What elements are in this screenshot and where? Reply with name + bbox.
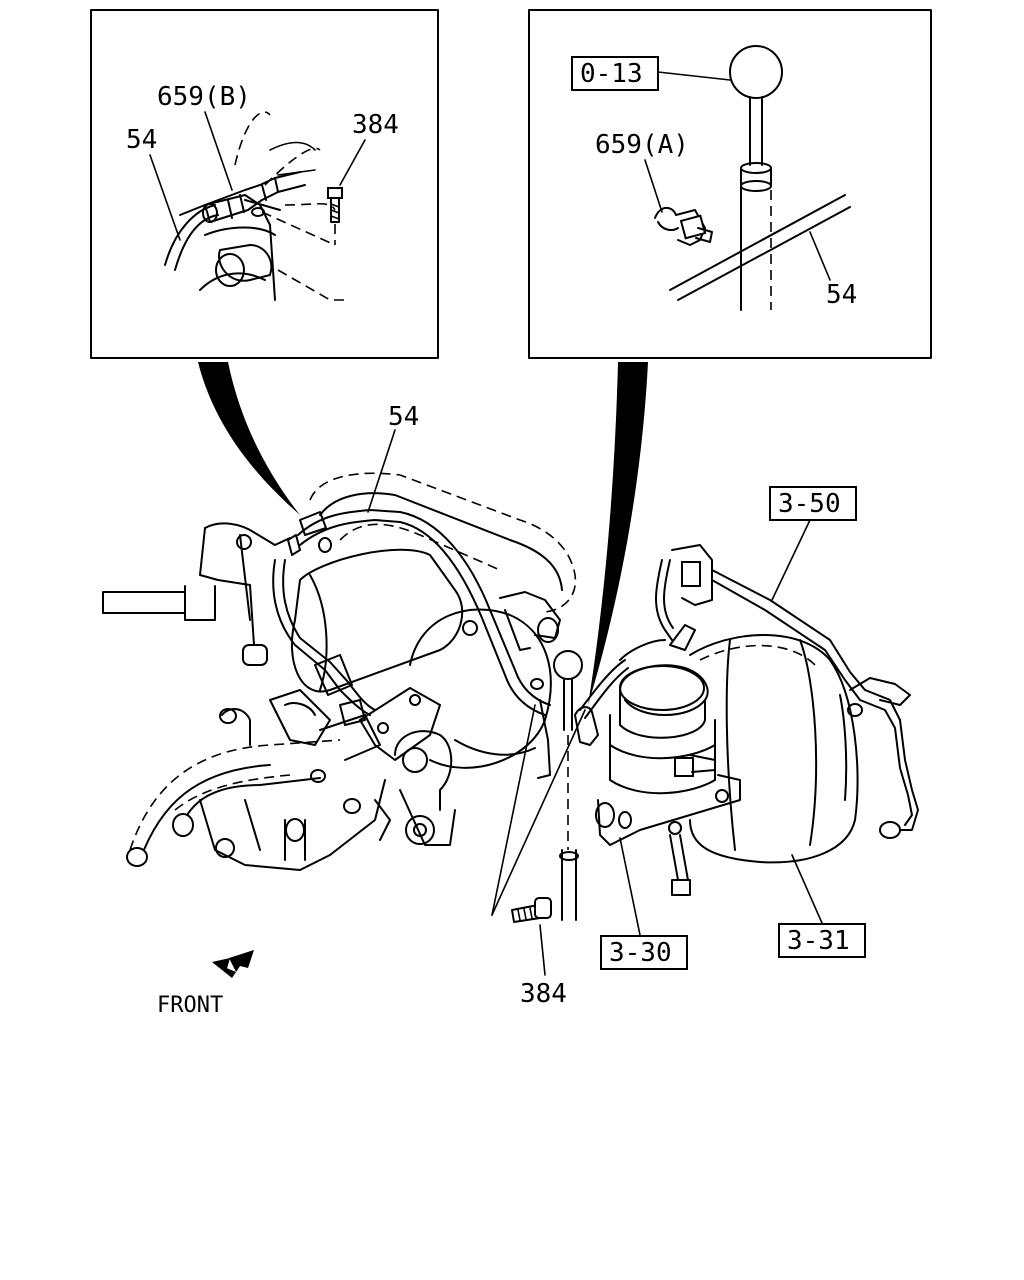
label-54-right-inset: 54 xyxy=(826,280,857,310)
label-54-main: 54 xyxy=(388,402,419,432)
inset-right: 0-13 659(A) 54 xyxy=(528,9,932,359)
main-assembly xyxy=(102,429,919,976)
label-3-30: 3-30 xyxy=(609,938,672,968)
label-384-left-inset: 384 xyxy=(352,110,399,140)
label-384-main: 384 xyxy=(520,979,567,1009)
label-54-left-inset: 54 xyxy=(126,125,157,155)
callout-wedge-left xyxy=(198,362,300,515)
label-659b: 659(B) xyxy=(157,82,251,112)
label-3-31: 3-31 xyxy=(787,926,850,956)
callout-wedge-right xyxy=(588,362,648,705)
label-659a: 659(A) xyxy=(595,130,689,160)
inset-left: 659(B) 54 384 xyxy=(90,9,439,359)
front-direction-arrow-icon xyxy=(212,950,254,978)
label-0-13: 0-13 xyxy=(580,59,643,89)
label-3-50: 3-50 xyxy=(778,489,841,519)
front-label: FRONT xyxy=(157,993,223,1018)
